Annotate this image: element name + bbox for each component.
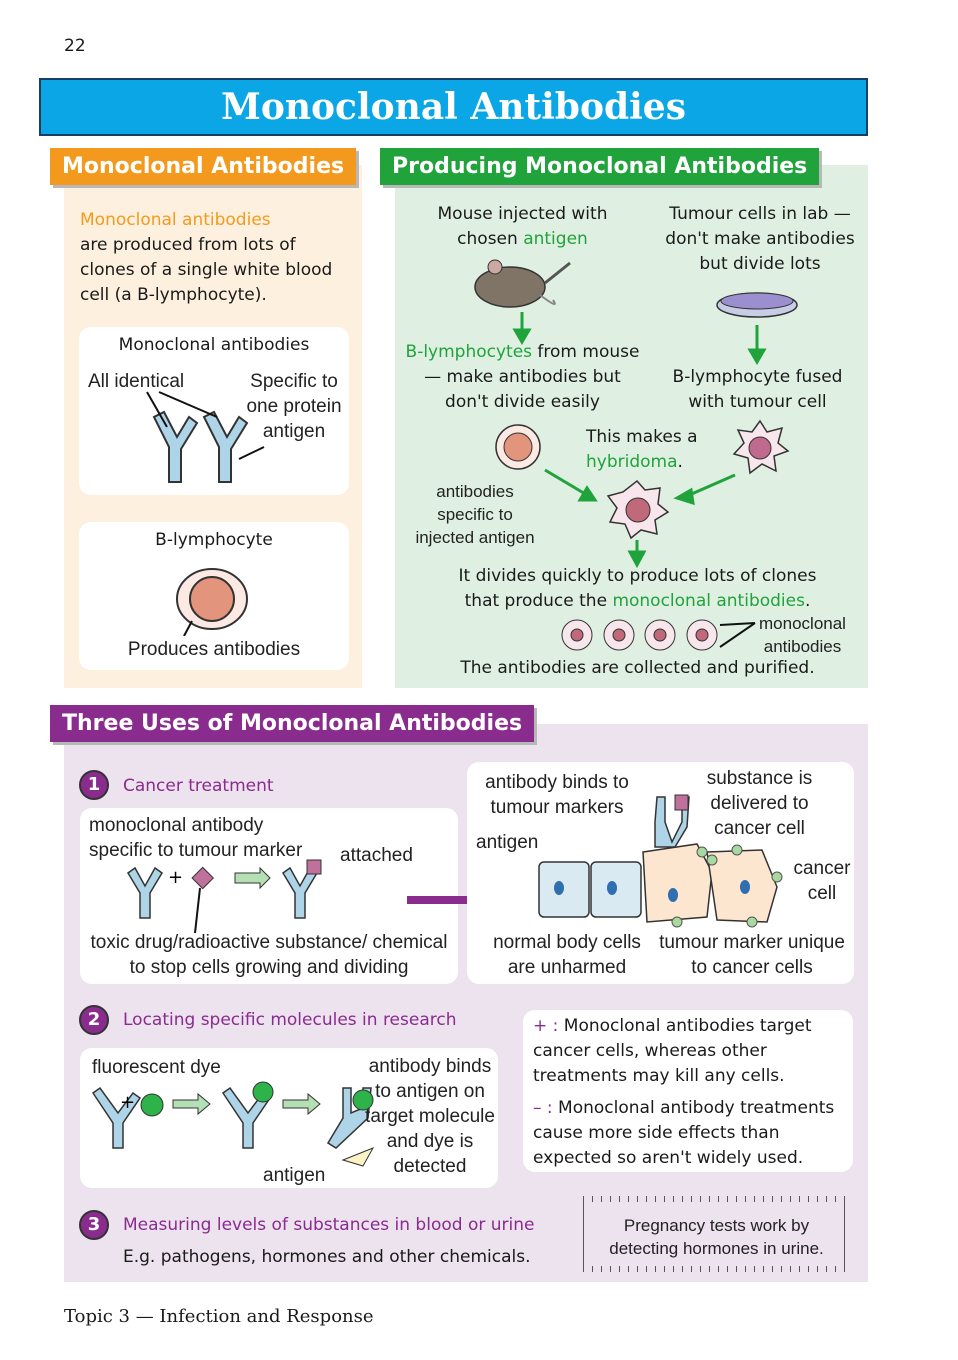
pros-cons-box: + : Monoclonal antibodies target cancer … [523,1010,853,1172]
substance-label: substance is delivered to cancer cell [706,768,813,839]
b-lymphocyte-icon [176,568,248,636]
svg-text:+: + [120,1092,135,1113]
mouse-illustration [474,259,571,308]
use-1-title: Cancer treatment [123,776,274,796]
mouse-text-a: Mouse injected with [437,204,608,224]
label-produces: Produces antibodies [127,639,301,660]
tumour-marker-label: tumour marker unique to cancer cells [659,932,845,978]
label-identical: All identical [88,371,185,392]
mono-label: monoclonal antibody specific to tumour m… [89,815,303,861]
antibody-pair-icon [146,391,265,483]
antigen-label-2: antigen [263,1165,326,1186]
antigen-label: antigen [476,832,539,853]
left-heading: Monoclonal Antibodies [50,148,357,185]
page-title: Monoclonal Antibodies [39,78,868,136]
collected-text: The antibodies are collected and purifie… [460,658,815,678]
binds-antigen-label: antibody binds to antigen on target mole… [365,1056,495,1177]
divides-text-highlight: monoclonal antibodies [612,591,805,611]
hybridoma-cell-icon [606,479,670,540]
petri-dish-icon [716,292,798,318]
left-intro: Monoclonal antibodies are produced from … [80,208,350,308]
intro-text: are produced from lots of clones of a si… [80,235,333,305]
divides-text-a: It divides quickly to produce lots of cl… [458,566,817,611]
use-1-number: 1 [79,770,109,800]
cancer-cell-label: cancer cell [793,858,851,904]
mouse-text-b: chosen [457,229,524,249]
cancer-treatment-box: monoclonal antibody specific to tumour m… [80,808,458,984]
b-lymphocytes-highlight: B-lymphocytes [405,342,533,362]
cells-diagram [538,794,783,928]
intro-highlight: Monoclonal antibodies [80,210,271,230]
fused-text: B-lymphocyte fused with tumour cell [672,367,843,412]
use-3-example: E.g. pathogens, hormones and other chemi… [123,1247,531,1267]
locating-box: fluorescent dye + antigen antibody binds… [80,1048,498,1188]
antibody-dye-diagram: + [91,1081,375,1167]
pro-item: + : Monoclonal antibodies target cancer … [533,1014,848,1089]
svg-text:+: + [168,867,183,888]
makes-text: This makes a [586,427,698,447]
use-2-number: 2 [79,1005,109,1035]
toxic-label: toxic drug/radioactive substance/ chemic… [90,932,448,978]
b-lymphocytes-text: B-lymphocytes from mouse — make antibodi… [400,340,645,415]
monoclonal-label: monoclonal antibodies [759,614,846,656]
attached-label: attached [340,845,413,866]
mouse-text: Mouse injected with chosen antigen [410,202,635,252]
page-number: 22 [64,36,86,56]
b-lymphocytes-rest: from mouse — make antibodies but don't d… [424,342,640,412]
producing-arrows [512,312,767,569]
hybridoma-word: hybridoma [586,452,678,472]
b-lymphocyte-cell-icon [495,424,541,470]
clone-cells-icon [561,619,756,651]
cancer-cell-box: antibody binds to tumour markers substan… [467,762,854,984]
con-text: Monoclonal antibody treatments cause mor… [533,1098,835,1168]
use-2-title: Locating specific molecules in research [123,1010,457,1030]
antibodies-specific-label: antibodies specific to injected antigen [415,482,535,547]
tumour-text: Tumour cells in lab — don't make antibod… [665,204,855,274]
b-lymphocyte-box: B-lymphocyte Produces antibodies [79,522,349,670]
use-3-title: Measuring levels of substances in blood … [123,1215,535,1235]
plus-sign: + : [533,1016,559,1036]
uses-heading: Three Uses of Monoclonal Antibodies [50,705,535,742]
use-3-number: 3 [79,1210,109,1240]
producing-panel [395,165,868,688]
antibodies-box: Monoclonal antibodies All identical Spec… [79,327,349,495]
antibody-drug-diagram: + [127,859,322,934]
con-item: – : Monoclonal antibody treatments cause… [533,1096,848,1171]
dye-label: fluorescent dye [92,1057,221,1078]
tumour-cell-icon [732,419,790,475]
normal-cells-label: normal body cells are unharmed [493,932,641,978]
pro-text: Monoclonal antibodies target cancer cell… [533,1016,812,1086]
minus-sign: – : [533,1098,553,1118]
pregnancy-note: Pregnancy tests work by detecting hormon… [583,1196,850,1272]
footer: Topic 3 — Infection and Response [64,1306,374,1327]
producing-heading: Producing Monoclonal Antibodies [380,148,820,185]
b-lymphocyte-title: B-lymphocyte [155,530,273,550]
purple-arrow-icon [407,890,497,910]
binds-label: antibody binds to tumour markers [485,772,629,818]
divides-text: It divides quickly to produce lots of cl… [458,566,817,611]
antibodies-box-title: Monoclonal antibodies [118,335,310,355]
label-specific: Specific to one protein antigen [246,371,342,442]
mouse-text-antigen: antigen [523,229,588,249]
